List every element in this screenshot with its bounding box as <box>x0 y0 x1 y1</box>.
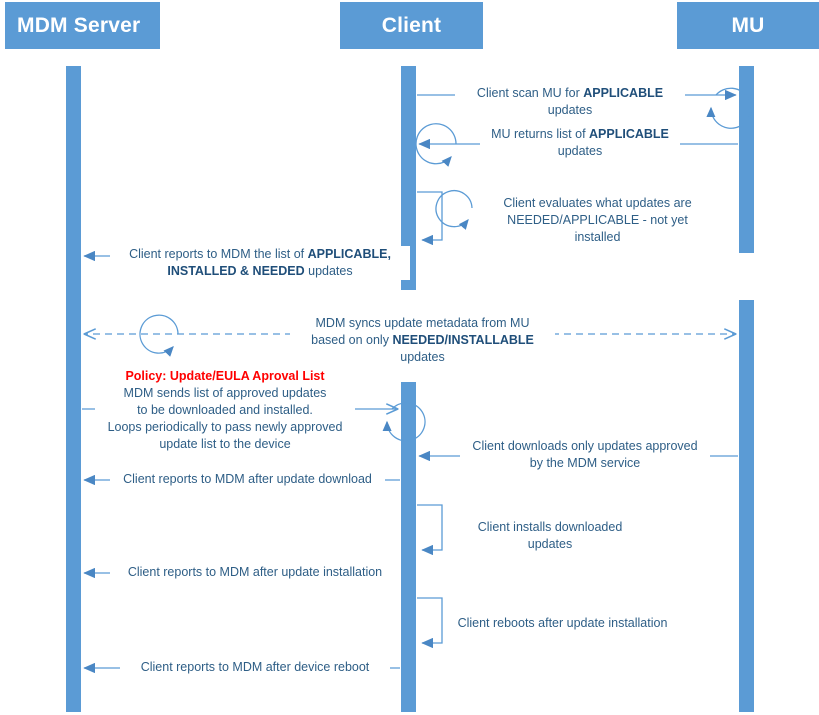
actor-header-client: Client <box>340 2 483 49</box>
message-label-m1: Client scan MU for APPLICABLE updates <box>455 85 685 119</box>
actor-label-mu: MU <box>731 13 765 37</box>
message-arrow-m11-self <box>417 597 443 649</box>
message-label-m2: MU returns list of APPLICABLE updates <box>480 126 680 160</box>
message-label-m7: Client downloads only updates approved b… <box>460 438 710 472</box>
message-arrow-m9-self <box>417 504 443 556</box>
message-label-m4: Client reports to MDM the list of APPLIC… <box>110 246 410 280</box>
lifeline-mdm-server <box>66 66 81 712</box>
actor-label-client: Client <box>381 13 442 37</box>
actor-header-mdm-server: MDM Server <box>5 2 160 49</box>
actor-label-mdm-server: MDM Server <box>17 13 141 37</box>
lifeline-mu-lower <box>739 300 754 712</box>
lifeline-mu-upper <box>739 66 754 253</box>
lifeline-client-lower <box>401 382 416 712</box>
message-label-m8: Client reports to MDM after update downl… <box>110 471 385 488</box>
message-label-m12: Client reports to MDM after device reboo… <box>120 659 390 676</box>
actor-header-mu: MU <box>677 2 819 49</box>
message-label-m11: Client reboots after update installation <box>450 615 675 632</box>
message-label-m3: Client evaluates what updates are NEEDED… <box>480 195 715 246</box>
lifeline-client-upper <box>401 66 416 290</box>
message-arrow-m3-self <box>417 190 473 246</box>
message-label-m5: MDM syncs update metadata from MU based … <box>290 315 555 366</box>
message-label-m10: Client reports to MDM after update insta… <box>110 564 400 581</box>
message-label-m9: Client installs downloaded updates <box>450 519 650 553</box>
